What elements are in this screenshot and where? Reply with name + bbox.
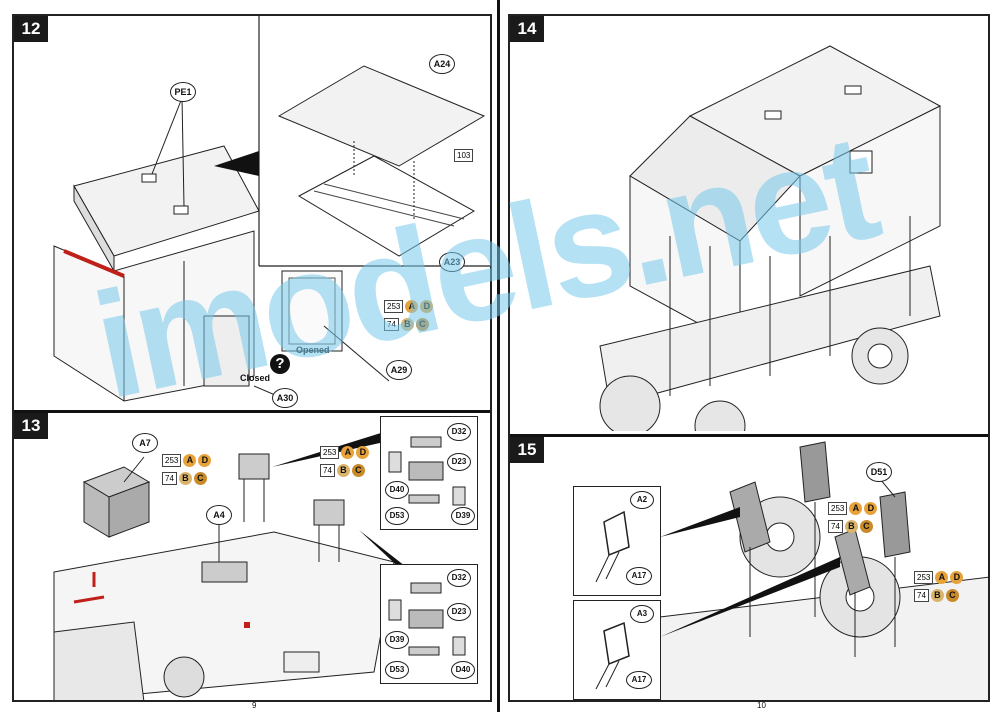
paint-code: 74 [914,589,929,602]
paint-ref-74: 74 B C [828,520,873,533]
callout-d53: D53 [385,507,409,525]
label-opened: Opened [296,345,330,355]
paint-dot-c: C [193,472,207,485]
paint-code: 74 [320,464,335,477]
inset-drawing [595,510,630,583]
paint-dot-d: D [420,300,434,313]
callout-d23: D23 [447,453,471,471]
paint-dot-a: A [935,571,949,584]
callout-a29: A29 [386,360,412,380]
paint-dot-c: C [351,464,365,477]
paint-dot-b: B [178,472,192,485]
paint-dot-c: C [415,318,429,331]
paint-dot-b: B [336,464,350,477]
paint-dot-b: B [400,318,414,331]
paint-dot-d: D [356,446,370,459]
inset-drawing [595,621,630,690]
callout-a3: A3 [630,605,654,623]
callout-d51: D51 [866,462,892,482]
paint-code: 74 [384,318,399,331]
paint-ref-74: 74 B C [162,472,207,485]
step-divider [14,410,490,413]
callout-d39: D39 [451,507,475,525]
paint-ref-74: 74 B C [914,589,959,602]
paint-dot-b: B [930,589,944,602]
paint-ref-253: 253 A D [384,300,434,313]
paint-ref-74: 74 B C [384,318,429,331]
paint-dot-a: A [405,300,419,313]
paint-code: 253 [828,502,848,515]
step-13-drawing [53,432,419,700]
paint-code: 253 [384,300,404,313]
detail-inset-a2: A2 A17 [573,486,661,596]
paint-ref-103: 103 [454,149,474,162]
callout-d53: D53 [385,661,409,679]
paint-dot-d: D [864,502,878,515]
paint-dot-c: C [859,520,873,533]
paint-code: 253 [162,454,182,467]
callout-d39: D39 [385,631,409,649]
detail-inset-a3: A3 A17 [573,600,661,700]
callout-a23: A23 [439,252,465,272]
paint-code: 253 [914,571,934,584]
detail-inset-upper: D32 D23 D40 D53 D39 [380,416,478,530]
page-number-left: 9 [252,701,257,710]
callout-a30: A30 [272,388,298,408]
paint-dot-d: D [950,571,964,584]
callout-a17: A17 [626,671,652,689]
step-12-number: 12 [14,16,48,42]
callout-a17: A17 [626,567,652,585]
callout-a2: A2 [630,491,654,509]
callout-pe1: PE1 [170,82,196,102]
paint-ref-74: 74 B C [320,464,365,477]
paint-code: 253 [320,446,340,459]
step-divider [510,434,988,437]
callout-d40: D40 [385,481,409,499]
callout-d32: D32 [447,569,471,587]
step-13-number: 13 [14,413,48,439]
paint-ref-253: 253 A D [828,502,878,515]
paint-dot-a: A [849,502,863,515]
callout-d32: D32 [447,423,471,441]
step-14-number: 14 [510,16,544,42]
paint-dot-a: A [341,446,355,459]
question-icon: ? [270,354,290,374]
paint-code: 103 [454,149,474,162]
inset-drawing [388,436,466,506]
step-12-drawing [53,16,490,402]
paint-code: 74 [828,520,843,533]
paint-dot-c: C [945,589,959,602]
paint-dot-d: D [198,454,212,467]
right-page: 14 15 [508,14,990,702]
callout-d23: D23 [447,603,471,621]
inset-drawing [388,582,466,656]
callout-a4: A4 [206,505,232,525]
callout-d40: D40 [451,661,475,679]
paint-code: 74 [162,472,177,485]
page-binding-divider [497,0,500,712]
paint-dot-b: B [844,520,858,533]
page-number-right: 10 [757,701,766,710]
step-14-drawing [599,45,942,431]
paint-ref-253: 253 A D [914,571,964,584]
detail-inset-lower: D32 D23 D39 D53 D40 [380,564,478,684]
callout-a24: A24 [429,54,455,74]
paint-ref-253: 253 A D [320,446,370,459]
left-page: 12 PE1 A24 A23 A29 A30 103 [12,14,492,702]
callout-a7: A7 [132,433,158,453]
paint-dot-a: A [183,454,197,467]
step-15-number: 15 [510,437,544,463]
label-closed: Closed [240,373,271,383]
paint-ref-253: 253 A D [162,454,212,467]
